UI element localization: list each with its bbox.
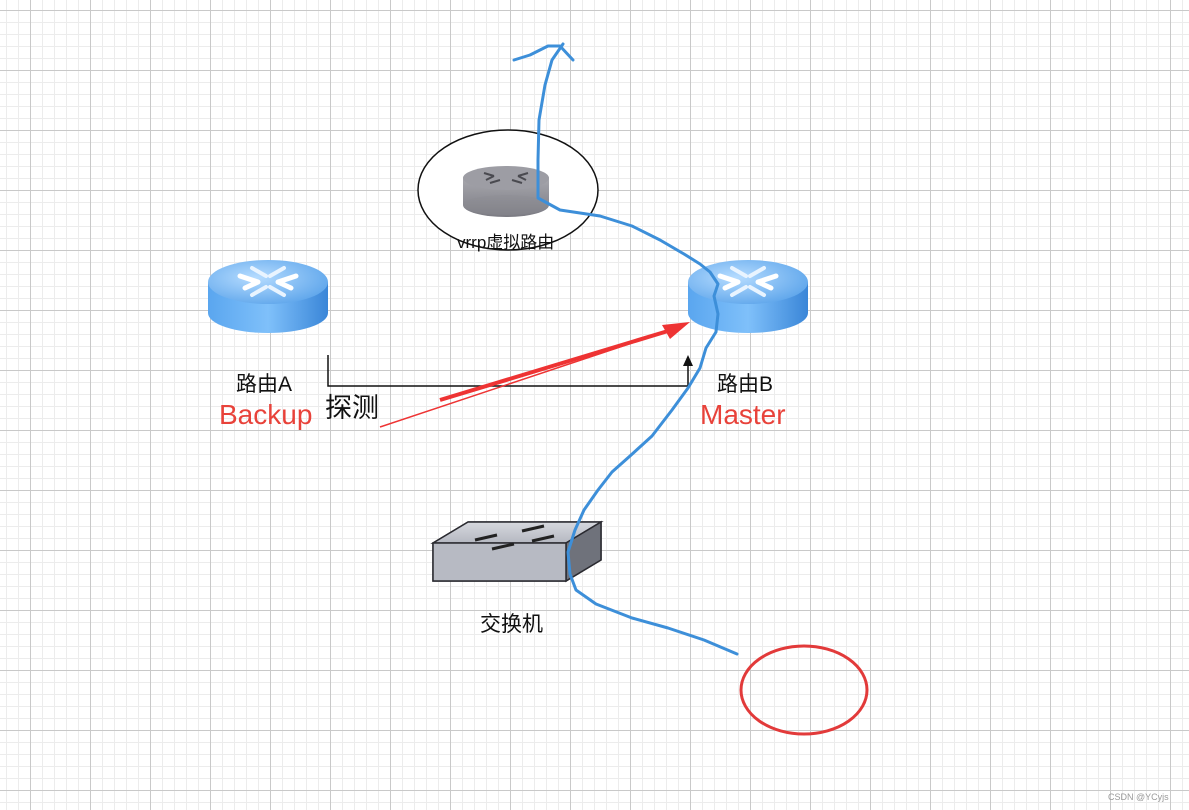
router-a-node[interactable] [208,260,328,333]
router-b-node[interactable] [688,260,808,333]
watermark: CSDN @YCyjs [1108,792,1169,802]
highlight-circle [739,644,869,736]
virtual-router-label: vrrp虚拟路由 [457,233,555,252]
probe-connector [327,355,693,387]
traffic-path [512,42,739,656]
router-b-label: 路由B [717,373,774,396]
router-icon [688,260,808,333]
switch-node[interactable] [430,520,604,583]
router-a-role: Backup [219,399,313,430]
router-a-label: 路由A [236,373,293,396]
virtual-router-node[interactable] [417,129,599,251]
switch-label: 交换机 [480,613,543,636]
switch-icon [430,520,604,583]
probe-label: 探测 [325,393,379,423]
router-icon [208,260,328,333]
failover-arrow [379,322,690,428]
router-b-role: Master [700,399,786,430]
router-icon [463,166,549,217]
